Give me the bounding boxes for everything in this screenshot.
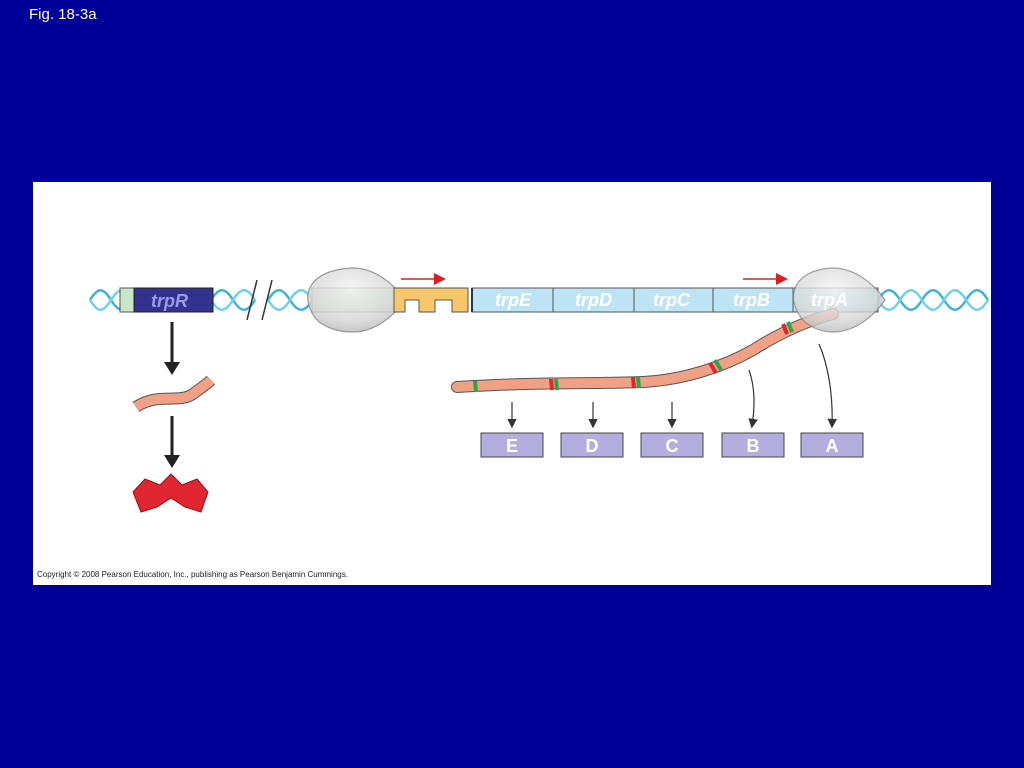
polypeptide-boxes [480,432,864,458]
trpB-label: trpB [733,290,770,310]
trpR-gene [133,287,214,313]
dna-helix-mid-left [209,289,257,311]
trpE-label: trpE [495,290,532,310]
rna-polymerase-promoter [307,267,406,333]
trpR-mrna [133,376,215,412]
polypeptide-C [640,432,704,458]
repressor-pathway [132,322,216,513]
polypeptide-A [800,432,864,458]
codon-marks [473,321,794,393]
dna-helix-mid [266,289,315,311]
trpD-label: trpD [575,290,612,310]
trpR-promoter [119,287,135,313]
trp-repressor-protein [132,473,209,513]
trpC-label: trpC [653,290,691,310]
figure-label: Fig. 18-3a [29,6,97,23]
translation-arrows [507,343,838,429]
polypeptide-E-label: E [506,436,518,456]
mrna-outline [451,308,839,393]
polypeptide-A-label: A [826,436,839,456]
polypeptide-B-label: B [747,436,760,456]
trpA-label: trpA [811,290,848,310]
rna-polymerase-terminal [792,267,886,333]
trp-operator [393,287,469,313]
gene-trpE [471,287,554,313]
polypeptide-C-label: C [666,436,679,456]
polypeptide-B [721,432,785,458]
trpR-gene-label: trpR [151,291,188,311]
diagram-panel: trpR trpE trpD trpC trpB [33,182,991,585]
polypeptide-D-label: D [586,436,599,456]
polypeptide-D [560,432,624,458]
dna-break-mark [246,279,273,321]
gene-trpC [633,287,714,313]
dna-helix-right [876,289,990,311]
polypeptide-E [480,432,544,458]
copyright-notice: Copyright © 2008 Pearson Education, Inc.… [37,570,348,579]
trp-operon-diagram: trpR trpE trpD trpC trpB [88,267,990,513]
